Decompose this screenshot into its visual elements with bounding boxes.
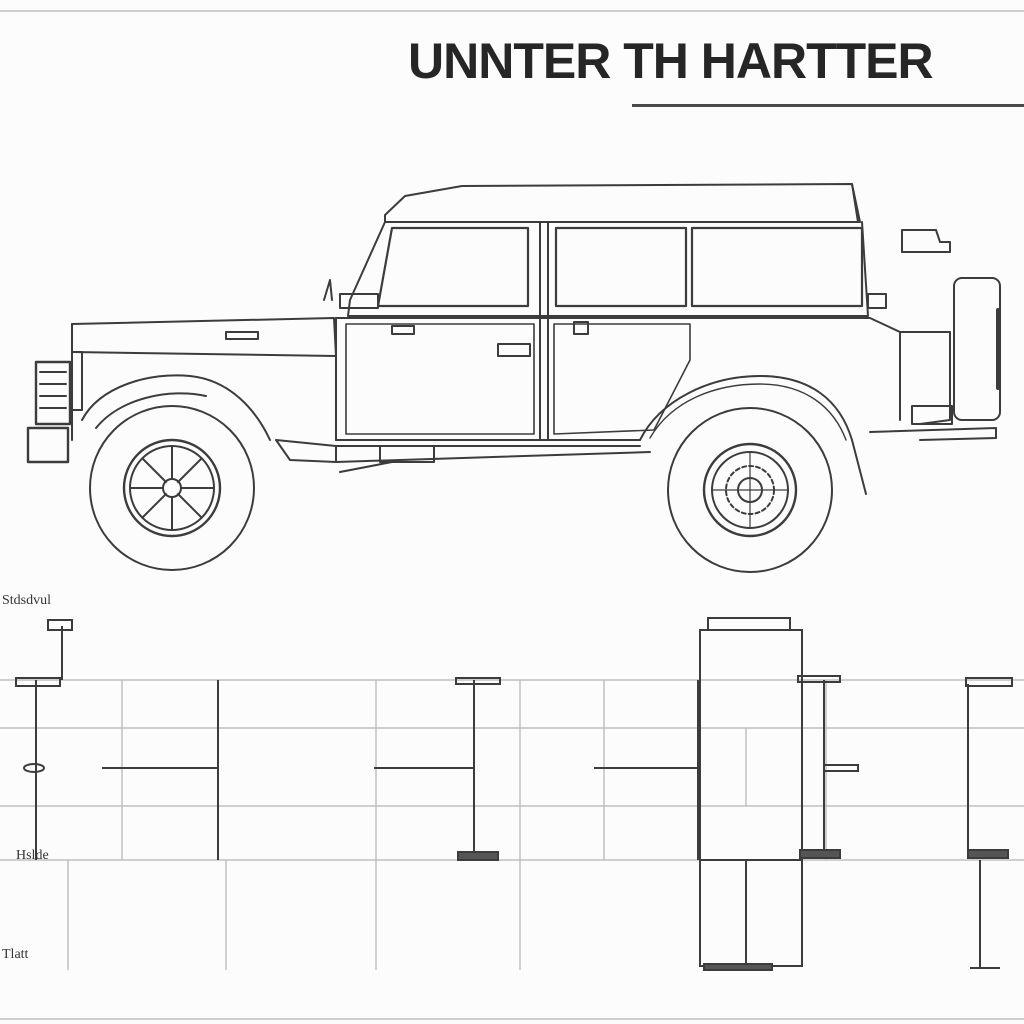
sheet-bottom-border — [0, 1018, 1024, 1020]
drawing-title: UNNTER TH HARTTER — [408, 33, 934, 89]
label-mid-left: Hslde — [16, 848, 49, 863]
label-bottom-left: Tlatt — [2, 947, 29, 962]
rear-fender — [639, 375, 853, 441]
label-top-left: Stdsdvul — [2, 593, 52, 608]
vehicle-body-side — [335, 317, 951, 425]
front-fender — [81, 374, 271, 441]
title-underline — [632, 104, 1024, 107]
sheet-top-border — [0, 10, 1024, 12]
front-wheel — [89, 405, 255, 571]
window-frame — [347, 221, 869, 317]
rear-wheel — [667, 407, 833, 573]
